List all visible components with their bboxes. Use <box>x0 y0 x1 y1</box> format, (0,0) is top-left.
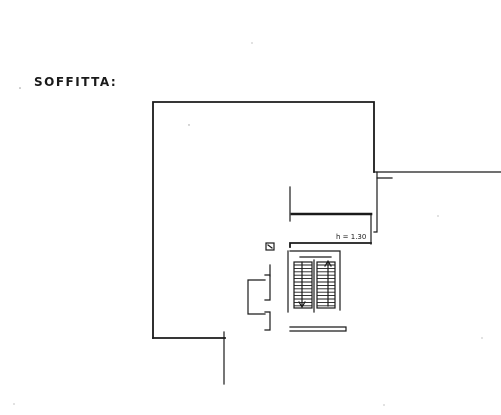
scan-specks <box>13 42 483 406</box>
plan-title: SOFFITTA: <box>34 75 117 89</box>
arrow-down-icon <box>298 301 306 309</box>
chimney <box>265 242 275 251</box>
height-label: h = 1.30 <box>336 233 366 241</box>
arrow-up-icon <box>324 259 332 267</box>
niche <box>247 264 271 331</box>
lower-wall <box>289 326 347 332</box>
staircase <box>293 256 336 313</box>
inner-wall <box>287 186 373 313</box>
outer-wall <box>152 101 501 385</box>
